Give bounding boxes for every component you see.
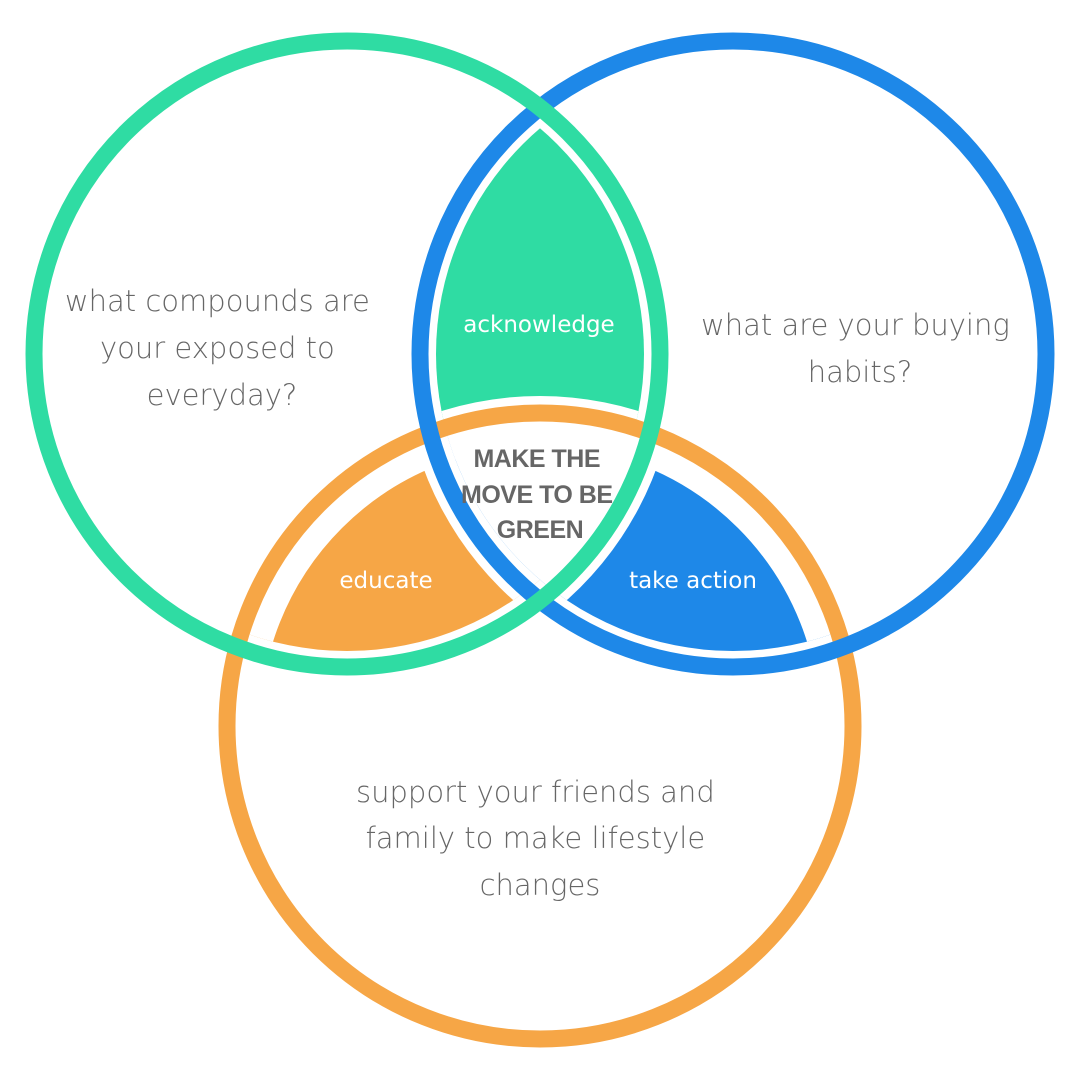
- circle-orange: [218, 404, 862, 1048]
- orange-circle-text: support your friends and family to make …: [356, 775, 724, 902]
- center-title-line: MOVE TO BE: [461, 481, 613, 509]
- orange-circle-line: changes: [480, 868, 601, 902]
- green-circle-line: what compounds are: [65, 284, 370, 318]
- take-action-label: take action: [629, 568, 757, 594]
- center-title-line: GREEN: [497, 516, 583, 544]
- green-circle-text: what compounds are your exposed to every…: [65, 284, 379, 412]
- green-circle-line: everyday?: [147, 378, 298, 412]
- educate-label: educate: [339, 568, 432, 594]
- circle-green: [25, 32, 669, 676]
- blue-circle-line: what are your buying: [701, 308, 1010, 342]
- center-title-line: MAKE THE: [473, 445, 600, 473]
- green-circle-line: your exposed to: [100, 331, 335, 365]
- acknowledge-label: acknowledge: [463, 312, 614, 338]
- orange-circle-line: support your friends and: [356, 775, 715, 809]
- blue-circle-text: what are your buying habits?: [701, 308, 1019, 389]
- orange-circle-line: family to make lifestyle: [366, 821, 706, 855]
- blue-circle-line: habits?: [808, 355, 913, 389]
- center-title: MAKE THE MOVE TO BE GREEN: [461, 445, 619, 544]
- circle-blue: [411, 32, 1055, 676]
